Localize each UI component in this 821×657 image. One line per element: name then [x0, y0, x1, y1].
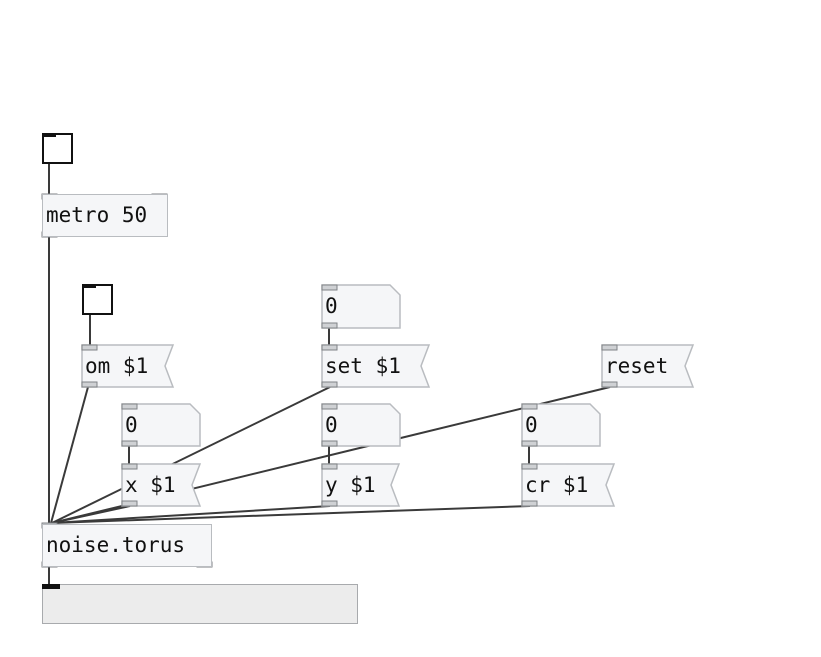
noise-torus-object[interactable]: noise.torus — [42, 524, 212, 567]
x-num-inlet[interactable] — [121, 403, 138, 410]
cord-crmsg-noise — [51, 505, 531, 524]
x-msg-outlet[interactable] — [121, 500, 138, 507]
y-number-value: 0 — [325, 413, 338, 437]
om-msg-shape — [81, 344, 175, 388]
cord-ymsg-noise — [51, 505, 331, 524]
cord-om-noise — [50, 386, 89, 524]
reset-outlet[interactable] — [601, 381, 618, 388]
cr-num-inlet[interactable] — [521, 403, 538, 410]
cr-number-box[interactable]: 0 — [522, 404, 600, 447]
set-msg-shape — [321, 344, 431, 388]
set-number-box[interactable]: 0 — [322, 285, 400, 328]
toggle-om[interactable] — [82, 284, 113, 315]
cr-num-shape — [521, 403, 601, 447]
cr-message-label: cr $1 — [525, 473, 589, 497]
cr-msg-outlet[interactable] — [521, 500, 538, 507]
om-inlet[interactable] — [81, 344, 98, 351]
metro-label: metro 50 — [46, 203, 148, 227]
y-number-box[interactable]: 0 — [322, 404, 400, 447]
cord-xmsg-noise — [51, 505, 131, 524]
x-msg-shape — [121, 463, 202, 507]
x-message-label: x $1 — [125, 473, 176, 497]
cr-message[interactable]: cr $1 — [522, 464, 614, 507]
set-outlet[interactable] — [321, 381, 338, 388]
noise-torus-label: noise.torus — [46, 533, 186, 557]
set-num-shape — [321, 284, 401, 329]
set-message-label: set $1 — [325, 354, 401, 378]
x-num-shape — [121, 403, 201, 447]
cr-msg-shape — [521, 463, 616, 507]
y-msg-outlet[interactable] — [321, 500, 338, 507]
y-message-label: y $1 — [325, 473, 376, 497]
reset-inlet[interactable] — [601, 344, 618, 351]
om-outlet[interactable] — [81, 381, 98, 388]
y-num-shape — [321, 403, 401, 447]
set-num-outlet[interactable] — [321, 322, 338, 329]
metro-object[interactable]: metro 50 — [42, 194, 168, 237]
set-number-value: 0 — [325, 294, 338, 318]
x-number-box[interactable]: 0 — [122, 404, 200, 447]
y-message[interactable]: y $1 — [322, 464, 399, 507]
cord-set-noise — [51, 386, 331, 524]
y-num-inlet[interactable] — [321, 403, 338, 410]
x-num-outlet[interactable] — [121, 440, 138, 447]
om-message[interactable]: om $1 — [82, 345, 173, 388]
reset-message[interactable]: reset — [602, 345, 693, 388]
y-msg-shape — [321, 463, 401, 507]
output-display[interactable] — [42, 584, 358, 624]
reset-message-label: reset — [605, 354, 669, 378]
y-num-outlet[interactable] — [321, 440, 338, 447]
x-msg-inlet[interactable] — [121, 463, 138, 470]
patch-cords — [48, 164, 611, 585]
toggle-metro[interactable] — [42, 133, 73, 164]
y-msg-inlet[interactable] — [321, 463, 338, 470]
cr-msg-inlet[interactable] — [521, 463, 538, 470]
output-inlet-marker — [42, 584, 60, 589]
set-inlet[interactable] — [321, 344, 338, 351]
x-message[interactable]: x $1 — [122, 464, 200, 507]
om-message-label: om $1 — [85, 354, 149, 378]
x-number-value: 0 — [125, 413, 138, 437]
cr-num-outlet[interactable] — [521, 440, 538, 447]
box-shapes — [81, 284, 695, 507]
reset-msg-shape — [601, 344, 695, 388]
set-num-inlet[interactable] — [321, 284, 338, 291]
set-message[interactable]: set $1 — [322, 345, 429, 388]
cr-number-value: 0 — [525, 413, 538, 437]
